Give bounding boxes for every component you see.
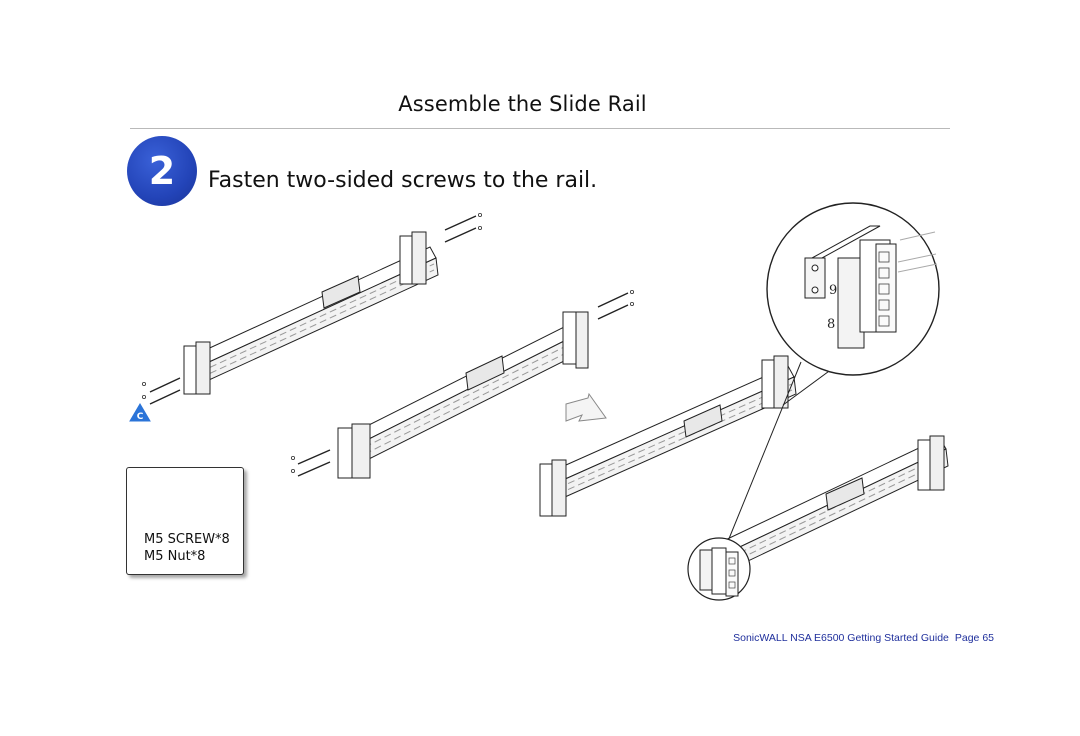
marker-c-triangle [129, 403, 151, 422]
rail-1 [141, 212, 482, 405]
step-instruction: Fasten two-sided screws to the rail. [208, 168, 598, 193]
title-divider [130, 128, 950, 129]
marker-c-letter: C [137, 412, 144, 422]
detail-callout-small [687, 537, 751, 601]
callout-digit-lower: 8 [827, 317, 835, 332]
page-title: Assemble the Slide Rail [398, 92, 647, 116]
parts-box: M5 SCREW*8 M5 Nut*8 [126, 467, 244, 575]
direction-arrow [565, 392, 607, 422]
footer-guide-title: SonicWALL NSA E6500 Getting Started Guid… [733, 632, 949, 644]
rail-4 [699, 435, 949, 581]
page-footer: SonicWALL NSA E6500 Getting Started Guid… [0, 632, 994, 644]
callout-digit-upper: 9 [829, 283, 837, 298]
rail-3 [539, 355, 797, 517]
detail-callout-large [766, 202, 940, 376]
parts-item-nut: M5 Nut*8 [144, 549, 206, 564]
parts-item-screw: M5 SCREW*8 [144, 532, 230, 547]
step-number-badge: 2 [127, 136, 197, 206]
rail-2 [290, 289, 635, 479]
footer-page-number: Page 65 [954, 632, 994, 644]
